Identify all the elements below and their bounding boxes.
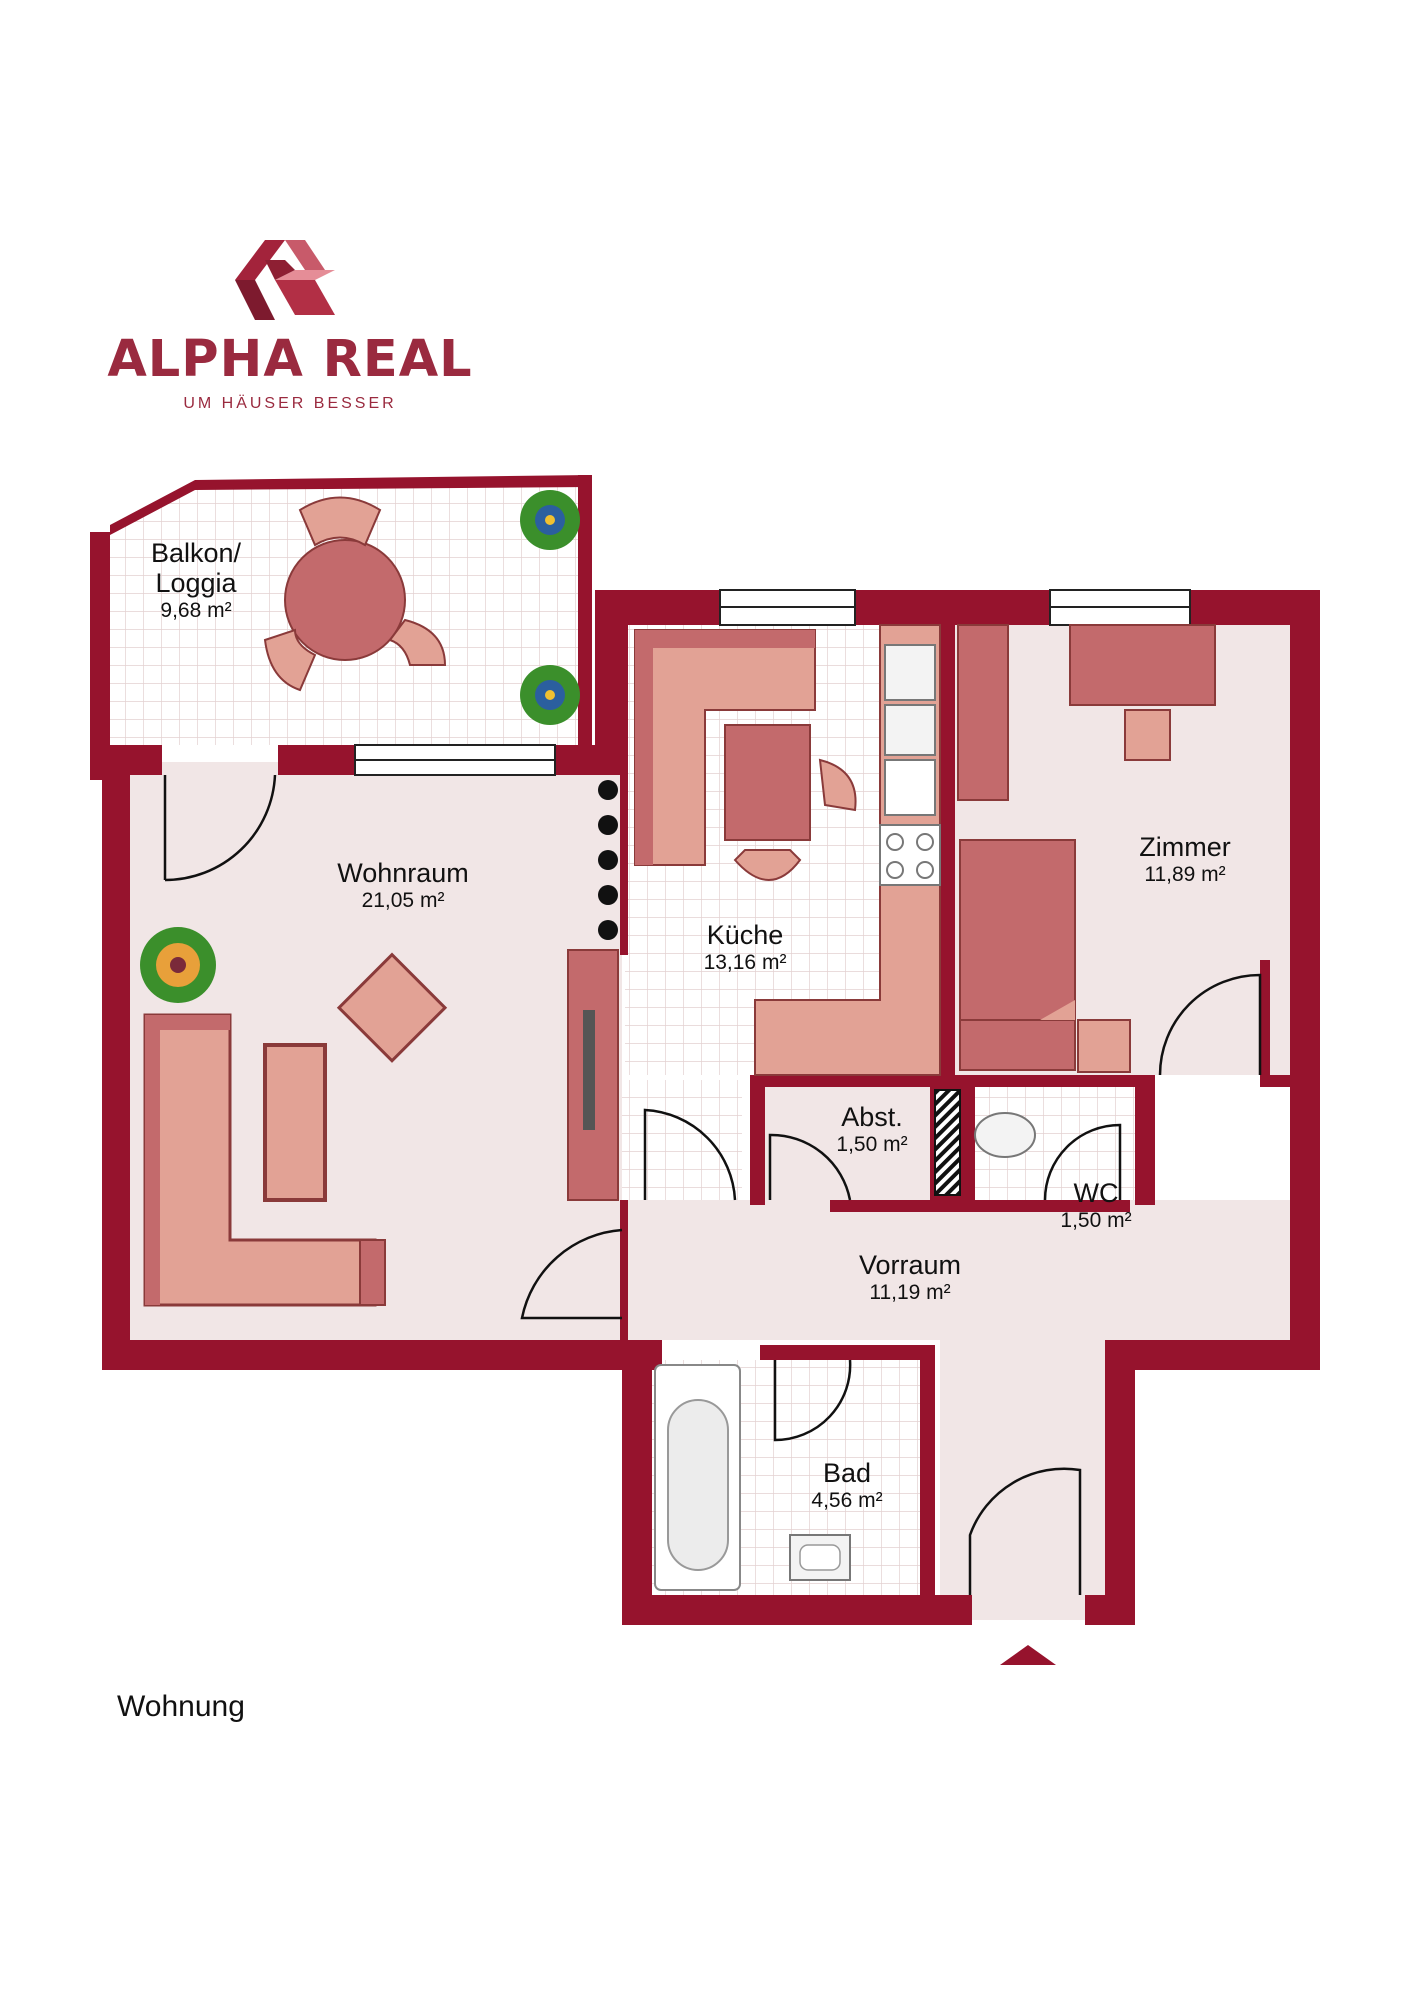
abst-floor <box>760 1085 940 1200</box>
room-wohnraum: Wohnraum 21,05 m² <box>337 858 469 914</box>
door-kueche <box>643 1108 737 1201</box>
radiator-icons <box>598 780 618 940</box>
desk-chair <box>1124 709 1171 761</box>
chair <box>733 849 802 881</box>
balkon-chair <box>263 628 317 692</box>
balkon-furniture <box>263 490 580 725</box>
room-name: Zimmer <box>1139 832 1231 862</box>
balkon-chair <box>298 496 382 547</box>
coffee-table <box>263 1043 327 1202</box>
room-name: Balkon/ Loggia <box>150 538 242 598</box>
plant-icon <box>520 490 580 550</box>
room-balkon: Balkon/ Loggia 9,68 m² <box>151 538 241 624</box>
chair <box>818 758 857 812</box>
room-area: 13,16 m² <box>703 951 787 974</box>
door-balkon <box>163 774 277 882</box>
kueche-door-area <box>622 1080 742 1200</box>
kueche-furniture <box>634 624 941 1076</box>
room-area: 11,19 m² <box>869 1281 951 1304</box>
room-area: 4,56 m² <box>811 1489 883 1512</box>
drainer <box>884 759 936 816</box>
wardrobe <box>957 624 1009 801</box>
entrance-arrow-icon <box>1000 1645 1056 1665</box>
doors <box>163 774 1262 1595</box>
room-kueche: Küche 13,16 m² <box>704 920 787 976</box>
toilet <box>974 1112 1036 1158</box>
plant-icon <box>140 927 216 1003</box>
armchair <box>336 952 448 1063</box>
room-area: 1,50 m² <box>836 1133 908 1156</box>
balkon-chair <box>388 618 447 666</box>
wc-fixtures <box>934 1089 1036 1196</box>
room-name: Abst. <box>841 1102 903 1132</box>
door-wohnraum <box>520 1228 623 1320</box>
door-entrance <box>968 1467 1082 1595</box>
room-name: Wohnraum <box>337 858 469 888</box>
room-bad: Bad 4,56 m² <box>811 1458 882 1514</box>
brand-name: ALPHA REAL <box>107 330 473 389</box>
room-wc: WC 1,50 m² <box>1060 1178 1131 1234</box>
plan-caption: Wohnung <box>117 1690 245 1723</box>
room-area: 21,05 m² <box>361 889 445 912</box>
nightstand <box>1077 1019 1131 1073</box>
zimmer-furniture <box>957 624 1216 1073</box>
dining-table <box>724 724 811 841</box>
room-area: 11,89 m² <box>1144 863 1226 886</box>
brand-tagline: UM HÄUSER BESSER <box>183 395 397 412</box>
alpha-real-logo-icon <box>235 240 335 320</box>
room-name: WC <box>1073 1178 1119 1208</box>
door-abst <box>768 1133 852 1201</box>
room-name: Vorraum <box>858 1250 962 1280</box>
room-area: 9,68 m² <box>160 599 232 622</box>
desk <box>1069 624 1216 706</box>
room-vorraum: Vorraum 11,19 m² <box>859 1250 961 1306</box>
room-zimmer: Zimmer 11,89 m² <box>1139 832 1230 888</box>
sink <box>884 644 936 701</box>
room-area: 1,50 m² <box>1060 1209 1132 1232</box>
room-name: Bad <box>822 1458 872 1488</box>
walls <box>90 475 1320 1625</box>
alpha-real-logo: ALPHA REAL UM HÄUSER BESSER <box>100 230 500 430</box>
bad-fixtures <box>654 1364 851 1591</box>
room-name: Küche <box>706 920 784 950</box>
room-abst: Abst. 1,50 m² <box>836 1102 907 1158</box>
sink <box>884 704 936 756</box>
balkon-table <box>284 539 406 661</box>
shaft <box>934 1089 961 1196</box>
door-bad <box>773 1359 852 1442</box>
windows <box>354 589 1191 776</box>
door-zimmer <box>1158 973 1262 1076</box>
door-wc <box>1043 1123 1122 1201</box>
wohnraum-furniture <box>140 780 619 1307</box>
plant-icon <box>520 665 580 725</box>
